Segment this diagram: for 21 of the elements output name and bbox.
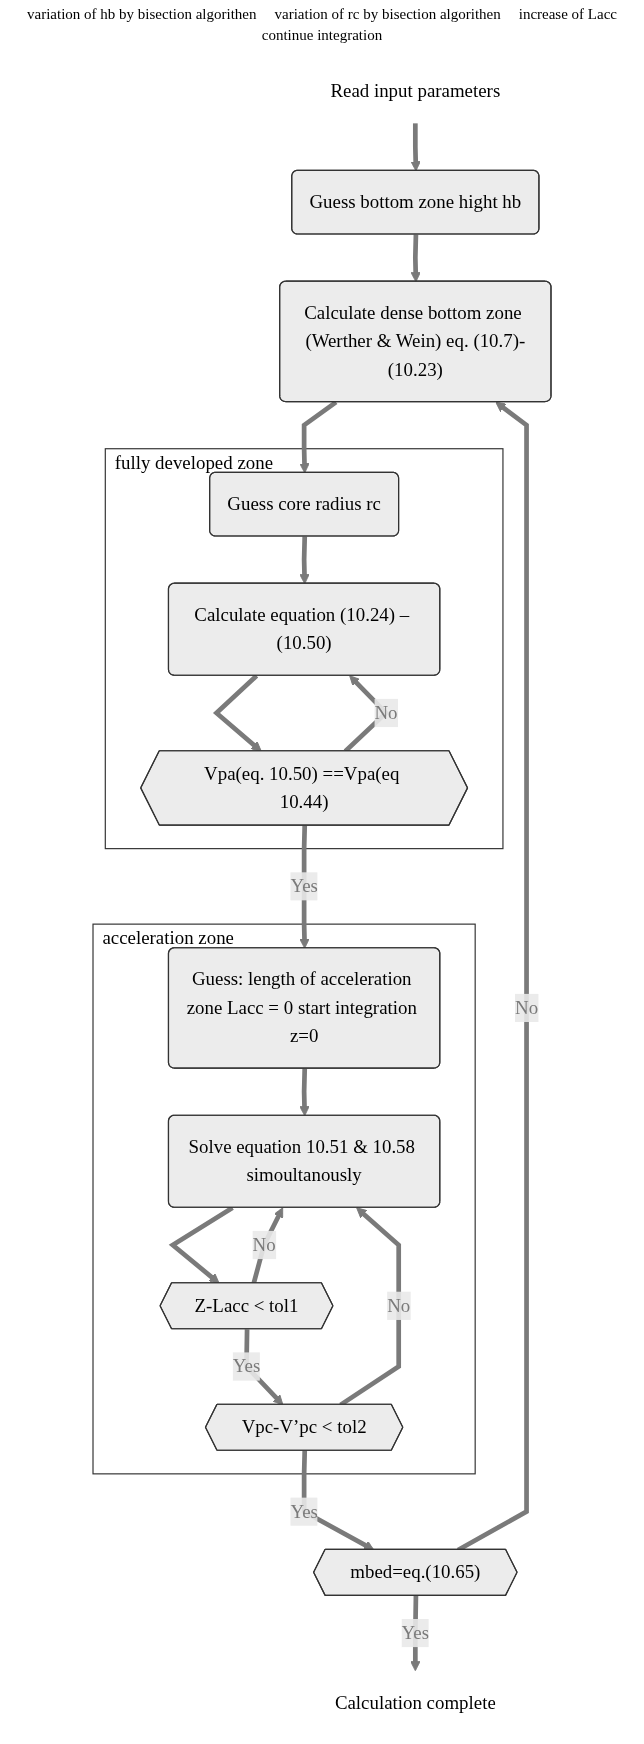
- arrow: [299, 1068, 310, 1117]
- arrow: [299, 400, 338, 474]
- edge-label: Yes: [290, 875, 318, 896]
- arrow: [410, 123, 421, 172]
- arrow: [212, 674, 262, 752]
- arrow: [299, 536, 310, 585]
- edge-label: Yes: [401, 1622, 430, 1643]
- edge-label: Yes: [232, 1355, 261, 1376]
- node-text: Read input parameters: [330, 80, 501, 101]
- note: variation of rc by bisection algorithen: [274, 6, 501, 23]
- edge-label: No: [252, 1234, 276, 1255]
- edge-label: No: [374, 702, 398, 723]
- node-text: Calculation complete: [334, 1692, 496, 1713]
- edge-label: No: [515, 997, 539, 1018]
- arrow: [410, 234, 421, 283]
- note: increase of Lacc: [518, 6, 617, 23]
- arrow: [251, 1207, 284, 1284]
- note: continue integration: [261, 27, 383, 44]
- edge-label: Yes: [290, 1500, 318, 1522]
- note: variation of hb by bisection algorithen: [27, 6, 257, 23]
- edge-label: No: [387, 1295, 411, 1316]
